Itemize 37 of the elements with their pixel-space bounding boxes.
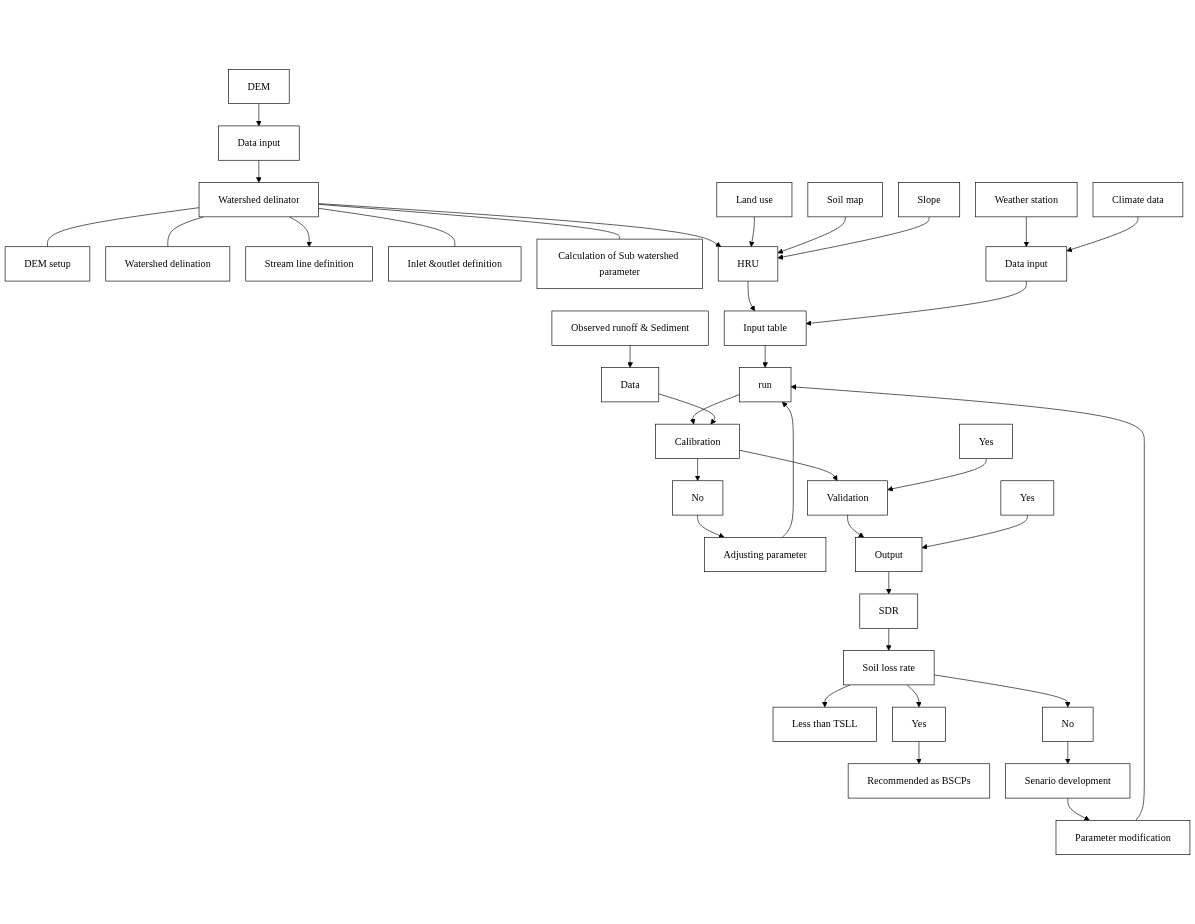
node-box: Data input (985, 246, 1068, 282)
node-box: Soil loss rate (843, 650, 935, 686)
node-box: Calibration (655, 423, 740, 459)
node-box: Watershed delination (105, 246, 231, 282)
node-box: Observed runoff & Sediment (551, 310, 709, 346)
node-box: No (1042, 706, 1094, 742)
node-box: SDR (859, 593, 919, 629)
node-box: Climate data (1092, 182, 1184, 218)
node-box: Validation (807, 480, 888, 516)
node-box: DEM (228, 69, 290, 104)
node-box: Slope (898, 182, 961, 218)
connector (318, 204, 620, 240)
node-box: Output (855, 537, 923, 573)
node-box: DEM setup (4, 246, 91, 282)
node-box: Inlet &outlet definition (388, 246, 522, 282)
node-box: Recommended as BSCPs (847, 763, 991, 799)
node-box: Yes (959, 423, 1013, 459)
node-box: Land use (716, 182, 793, 218)
node-box: Less than TSLL (772, 706, 877, 742)
node-box: Adjusting parameter (704, 537, 827, 573)
connector (47, 207, 200, 248)
node-box: HRU (717, 246, 779, 282)
node-box: run (738, 367, 792, 403)
node-box: Data input (218, 125, 300, 161)
node-box: Calculation of Sub watershed parameter (536, 238, 703, 290)
node-box: Stream line definition (245, 246, 373, 282)
node-box: Yes (892, 706, 946, 742)
node-box: Soil map (807, 182, 883, 218)
node-box: Parameter modification (1055, 820, 1191, 855)
node-box: Data (601, 367, 660, 403)
node-box: Input table (723, 310, 807, 346)
node-box: Senario development (1005, 763, 1131, 799)
node-box: No (672, 480, 724, 516)
node-box: Weather station (975, 182, 1078, 218)
node-box: Watershed delinator (198, 182, 319, 218)
node-box: Yes (1000, 480, 1055, 516)
connector (318, 208, 456, 248)
